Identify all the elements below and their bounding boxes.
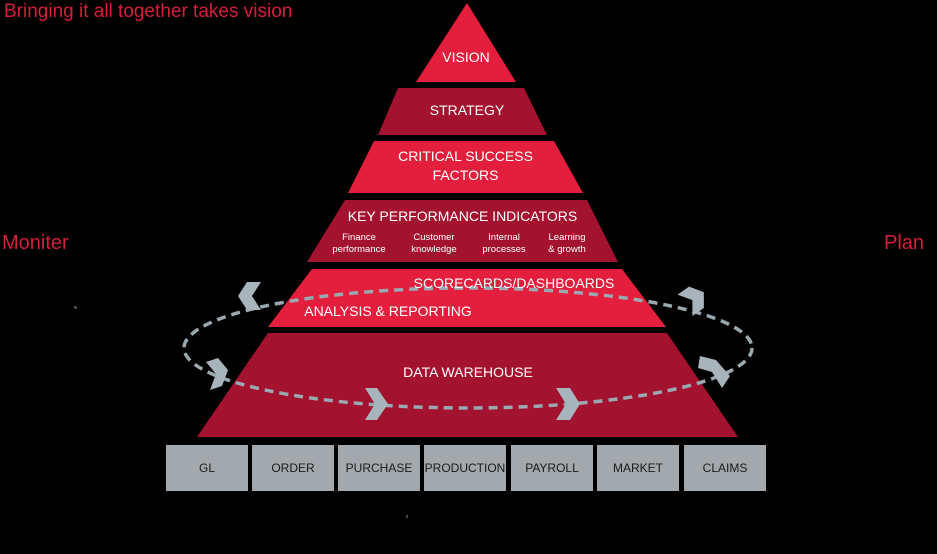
- monitor-label: Moniter: [2, 232, 69, 254]
- tier-data-warehouse: [197, 333, 738, 437]
- kpi-label: KEY PERFORMANCE INDICATORS: [347, 208, 578, 224]
- kpi-item-internal-line1: Internal: [488, 232, 520, 243]
- kpi-item-learning-line2: & growth: [548, 244, 586, 255]
- source-box-production: PRODUCTION: [424, 445, 506, 491]
- cycle-ellipse: [182, 286, 754, 410]
- kpi-item-finance-line1: Finance: [342, 232, 376, 243]
- source-box-claims: CLAIMS: [684, 445, 766, 491]
- csf-label-line2: FACTORS: [432, 167, 499, 183]
- tier-csf: [348, 141, 583, 193]
- tier-vision: [416, 3, 516, 82]
- kpi-item-internal-line2: processes: [482, 244, 526, 255]
- strategy-label: STRATEGY: [429, 102, 505, 118]
- stray-dot: [74, 306, 77, 309]
- cycle-chevron-icon: [238, 282, 261, 310]
- analysis-label: ANALYSIS & REPORTING: [304, 303, 472, 319]
- source-box-payroll: PAYROLL: [511, 445, 593, 491]
- vision-label: VISION: [442, 49, 490, 65]
- cycle-chevron-icon: [556, 388, 580, 420]
- source-box-market: MARKET: [597, 445, 679, 491]
- warehouse-label: DATA WAREHOUSE: [403, 364, 533, 380]
- source-box-purchase: PURCHASE: [338, 445, 420, 491]
- tier-strategy: [378, 88, 547, 135]
- cycle-chevron-icon: [365, 388, 388, 420]
- kpi-item-customer-line1: Customer: [413, 232, 455, 243]
- diagram-title: Bringing it all together takes vision: [4, 1, 293, 22]
- kpi-item-customer-line2: knowledge: [411, 244, 457, 255]
- source-box-order: ORDER: [252, 445, 334, 491]
- data-sources-row: GL ORDER PURCHASE PRODUCTION PAYROLL MAR…: [166, 445, 769, 491]
- cycle-chevron-icon: [677, 286, 704, 316]
- source-box-gl: GL: [166, 445, 248, 491]
- scorecards-label: SCORECARDS/DASHBOARDS: [413, 275, 615, 291]
- cycle-chevron-icon: [698, 356, 730, 388]
- tier-scorecards: [268, 269, 666, 327]
- tier-kpi: [307, 200, 618, 262]
- stray-mark: [406, 515, 408, 518]
- kpi-item-finance-line2: performance: [332, 244, 386, 255]
- plan-label: Plan: [884, 232, 925, 254]
- cycle-chevron-icon: [206, 358, 228, 390]
- kpi-item-learning-line1: Learning: [548, 232, 586, 243]
- csf-label-line1: CRITICAL SUCCESS: [398, 148, 533, 164]
